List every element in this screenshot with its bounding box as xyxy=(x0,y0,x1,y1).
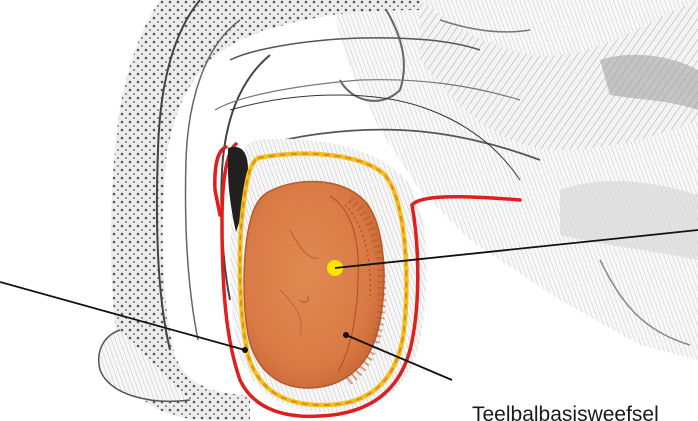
leader-dot-bottom-icon xyxy=(343,332,349,338)
leader-dot-left-icon xyxy=(242,347,248,353)
label-teelbalbasisweefsel: Teelbalbasisweefsel xyxy=(472,404,659,421)
